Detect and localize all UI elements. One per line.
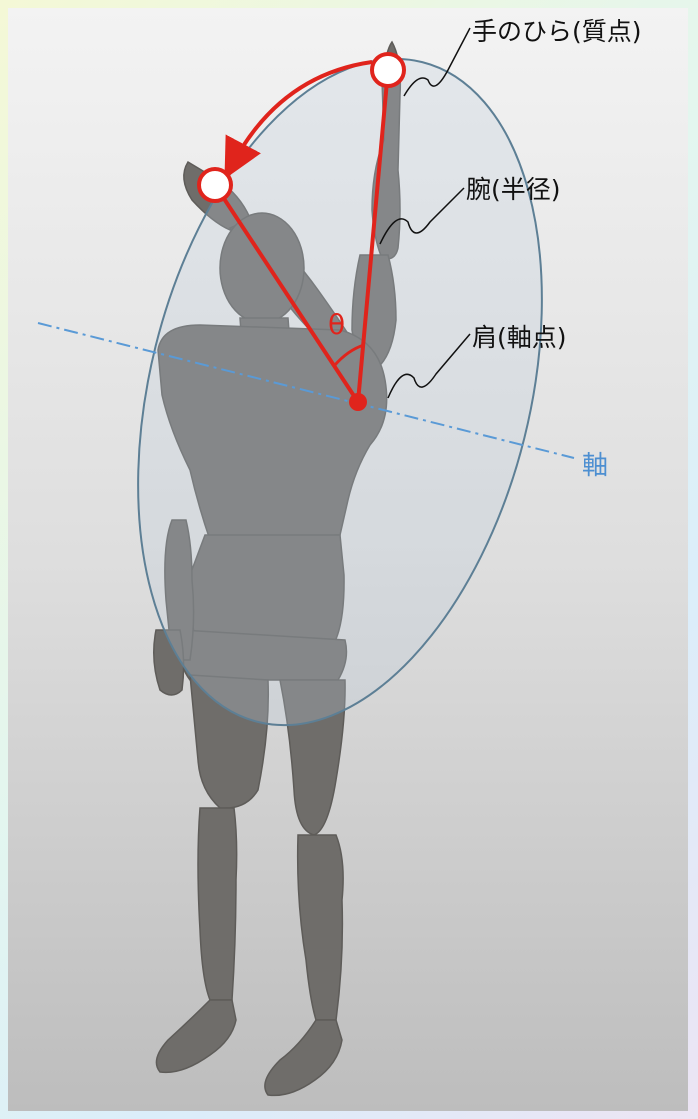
axis-label: 軸 (582, 451, 608, 481)
palm-label: 手のひら(質点) (472, 17, 642, 46)
mass-point-initial (372, 54, 404, 86)
pivot-point (349, 393, 367, 411)
arm-label: 腕(半径) (466, 175, 561, 204)
mass-point-final (199, 169, 231, 201)
angle-label: θ (328, 308, 345, 341)
shoulder-label: 肩(軸点) (472, 323, 567, 352)
